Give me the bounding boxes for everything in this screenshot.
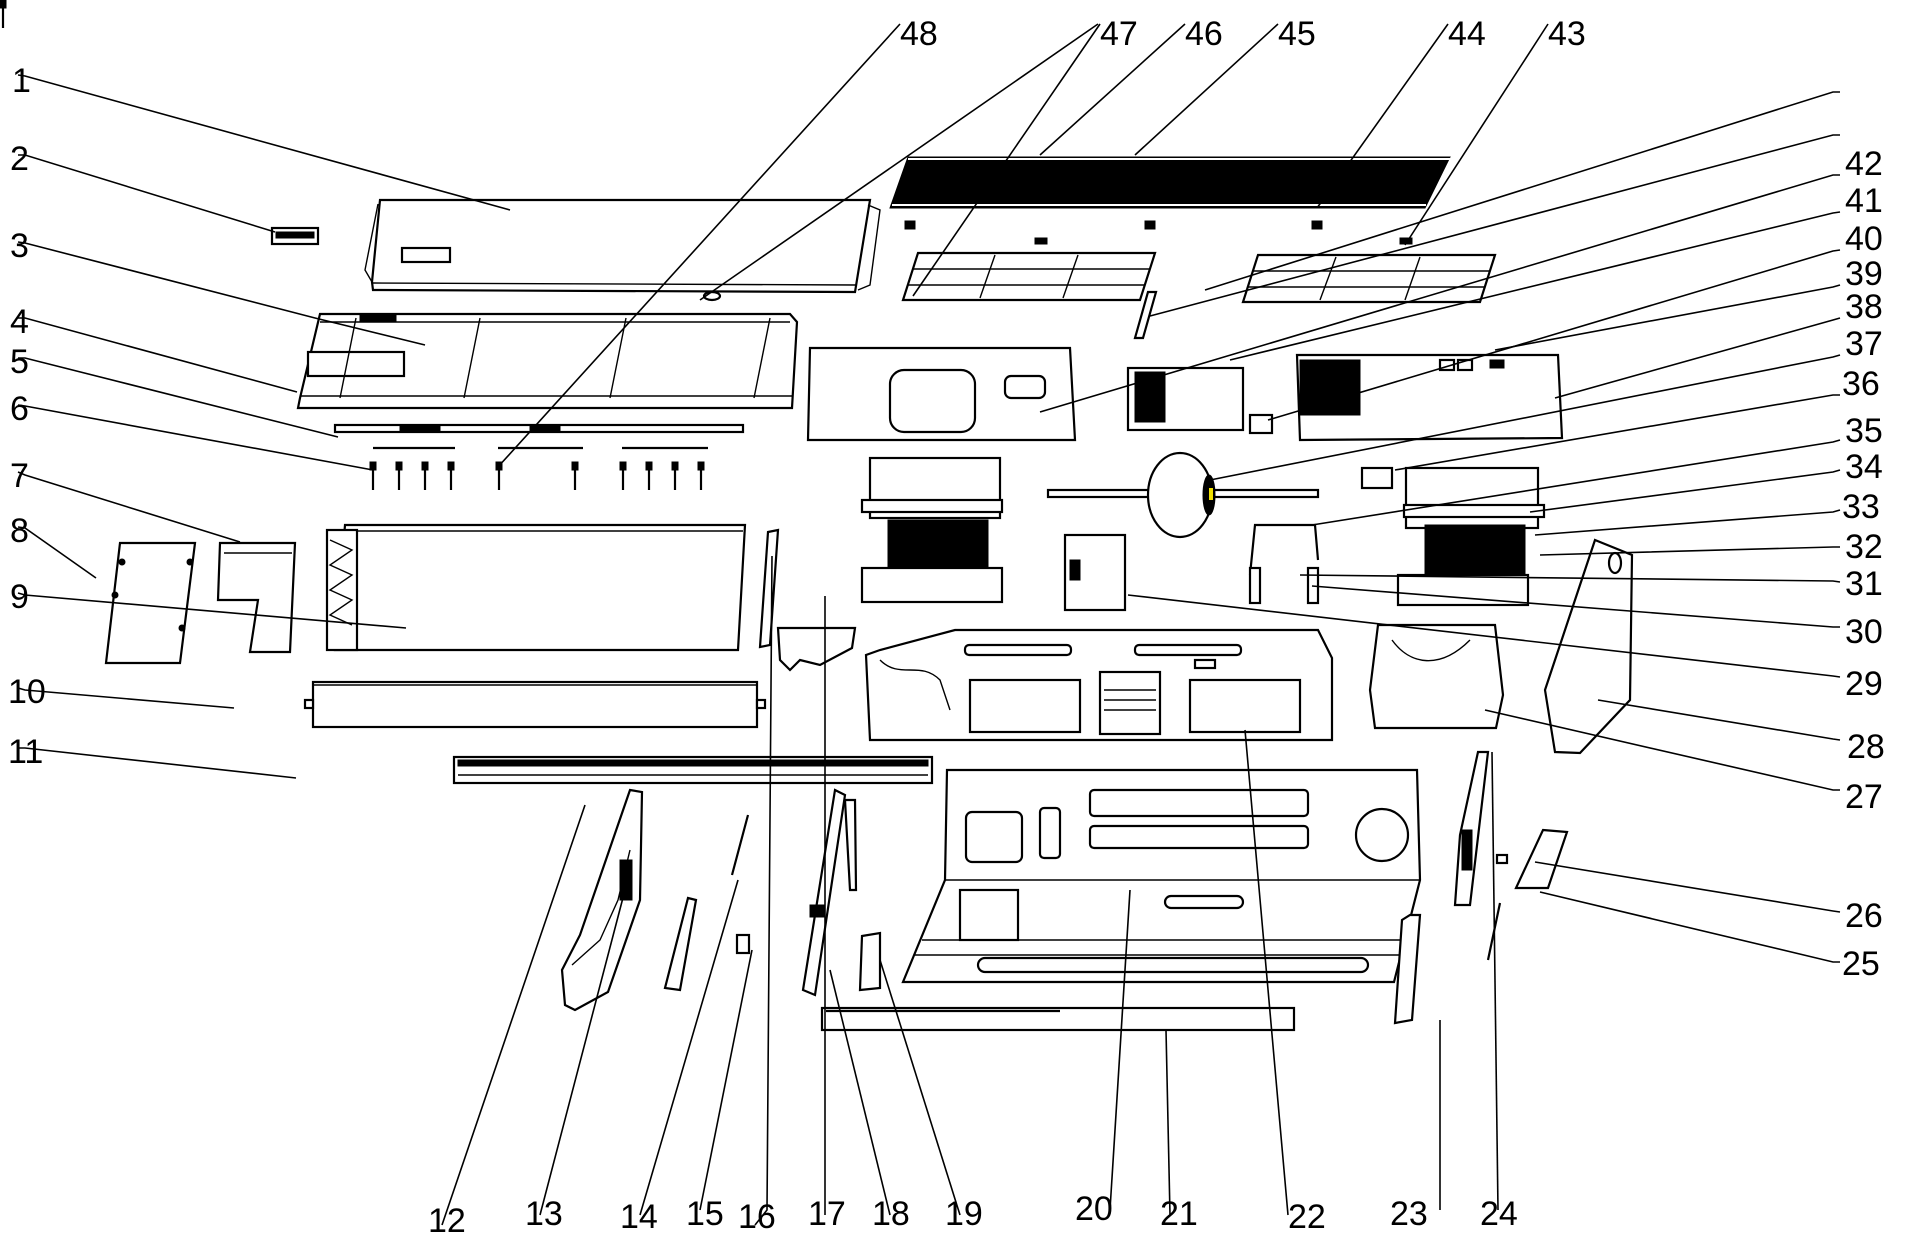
- callout-3: 3: [10, 227, 29, 265]
- part-33-34-right-blower: [1396, 466, 1546, 607]
- callout-10: 10: [8, 673, 46, 711]
- callout-15: 15: [686, 1195, 724, 1233]
- callout-43: 43: [1548, 15, 1586, 53]
- callout-33: 33: [1842, 488, 1880, 526]
- callout-40: 40: [1845, 220, 1883, 258]
- part-30-32-clips: [1248, 523, 1320, 605]
- part-7-pipe-bracket: [216, 541, 297, 654]
- callout-46: 46: [1185, 15, 1223, 53]
- part-36-small-block: [1360, 466, 1394, 490]
- part-19-motor-cover: [858, 931, 882, 992]
- callout-6: 6: [10, 390, 29, 428]
- part-9-evaporator: [325, 523, 780, 652]
- callout-42: 42: [1845, 145, 1883, 183]
- callout-13: 13: [525, 1195, 563, 1233]
- part-18-side-bracket: [801, 788, 858, 997]
- callout-18: 18: [872, 1195, 910, 1233]
- callout-31: 31: [1845, 565, 1883, 603]
- part-28-right-end-cap: [1543, 538, 1634, 755]
- part-21-bottom-bar: [820, 1006, 1296, 1032]
- part-14-rod: [730, 814, 750, 876]
- part-3-front-frame: [296, 312, 799, 410]
- part-20-chassis: [901, 768, 1422, 984]
- part-29-motor-mount: [1063, 533, 1127, 612]
- part-22-rear-panel: [864, 628, 1334, 742]
- callout-48: 48: [900, 15, 938, 53]
- part-37-38-electrical-box: [1295, 353, 1564, 442]
- leader-lines: [17, 23, 1841, 1226]
- part-2-display-bracket: [270, 226, 320, 246]
- callout-25: 25: [1842, 945, 1880, 983]
- part-left-blower: [860, 456, 1004, 604]
- part-12-left-end-cap: [560, 788, 644, 1012]
- callout-38: 38: [1845, 288, 1883, 326]
- callout-22: 22: [1288, 1198, 1326, 1236]
- callout-45: 45: [1278, 15, 1316, 53]
- part-42-43-right-filter: [1241, 253, 1497, 304]
- callout-23: 23: [1390, 1195, 1428, 1233]
- part-44-46-front-grille: [889, 156, 1451, 209]
- callout-1: 1: [12, 62, 31, 100]
- part-10-cross-flow-fan: [303, 680, 767, 729]
- callout-41: 41: [1845, 182, 1883, 220]
- part-13-bracket: [663, 896, 698, 992]
- callout-44: 44: [1448, 15, 1486, 53]
- callout-20: 20: [1075, 1190, 1113, 1228]
- callout-5: 5: [10, 343, 29, 381]
- part-39-40-control-board: [1126, 366, 1274, 435]
- part-4-rail: [333, 423, 745, 434]
- part-35-fan-motor: [1046, 451, 1320, 539]
- part-1-top-cover: [364, 198, 881, 302]
- callout-26: 26: [1845, 897, 1883, 935]
- part-41-cover-box: [806, 346, 1077, 442]
- part-8-side-plate: [104, 541, 197, 665]
- callout-19: 19: [945, 1195, 983, 1233]
- part-15-fitting: [735, 933, 751, 955]
- callout-29: 29: [1845, 665, 1883, 703]
- callout-4: 4: [10, 303, 29, 341]
- part-23-plate: [1393, 913, 1422, 1025]
- callout-7: 7: [10, 457, 29, 495]
- part-24-right-bracket: [1453, 750, 1490, 907]
- callout-11: 11: [8, 733, 43, 771]
- callout-14: 14: [620, 1198, 658, 1236]
- callout-21: 21: [1160, 1195, 1198, 1233]
- callout-27: 27: [1845, 778, 1883, 816]
- callout-8: 8: [10, 512, 29, 550]
- callout-labels: 1 2 3 4 5 6 7 8 9 10 11 12 13 14 15 16 1…: [8, 15, 1885, 1240]
- callout-30: 30: [1845, 613, 1883, 651]
- part-17-plate: [776, 626, 857, 672]
- callout-39: 39: [1845, 255, 1883, 293]
- callout-24: 24: [1480, 1195, 1518, 1233]
- callout-16: 16: [738, 1198, 776, 1236]
- callout-47: 47: [1100, 15, 1138, 53]
- callout-36: 36: [1842, 365, 1880, 403]
- part-27-scroll-housing: [1368, 623, 1505, 730]
- part-6-screws: [0, 0, 706, 492]
- part-40-bar: [1133, 290, 1158, 340]
- part-11-guide-bar: [452, 755, 934, 785]
- callout-12: 12: [428, 1202, 466, 1240]
- callout-34: 34: [1845, 448, 1883, 486]
- callout-17: 17: [808, 1195, 846, 1233]
- part-47-left-filter: [901, 251, 1157, 302]
- callout-32: 32: [1845, 528, 1883, 566]
- part-filter-clips: [904, 220, 1413, 245]
- callout-35: 35: [1845, 412, 1883, 450]
- callout-2: 2: [10, 140, 29, 178]
- callout-37: 37: [1845, 325, 1883, 363]
- callout-28: 28: [1847, 728, 1885, 766]
- callout-9: 9: [10, 578, 29, 616]
